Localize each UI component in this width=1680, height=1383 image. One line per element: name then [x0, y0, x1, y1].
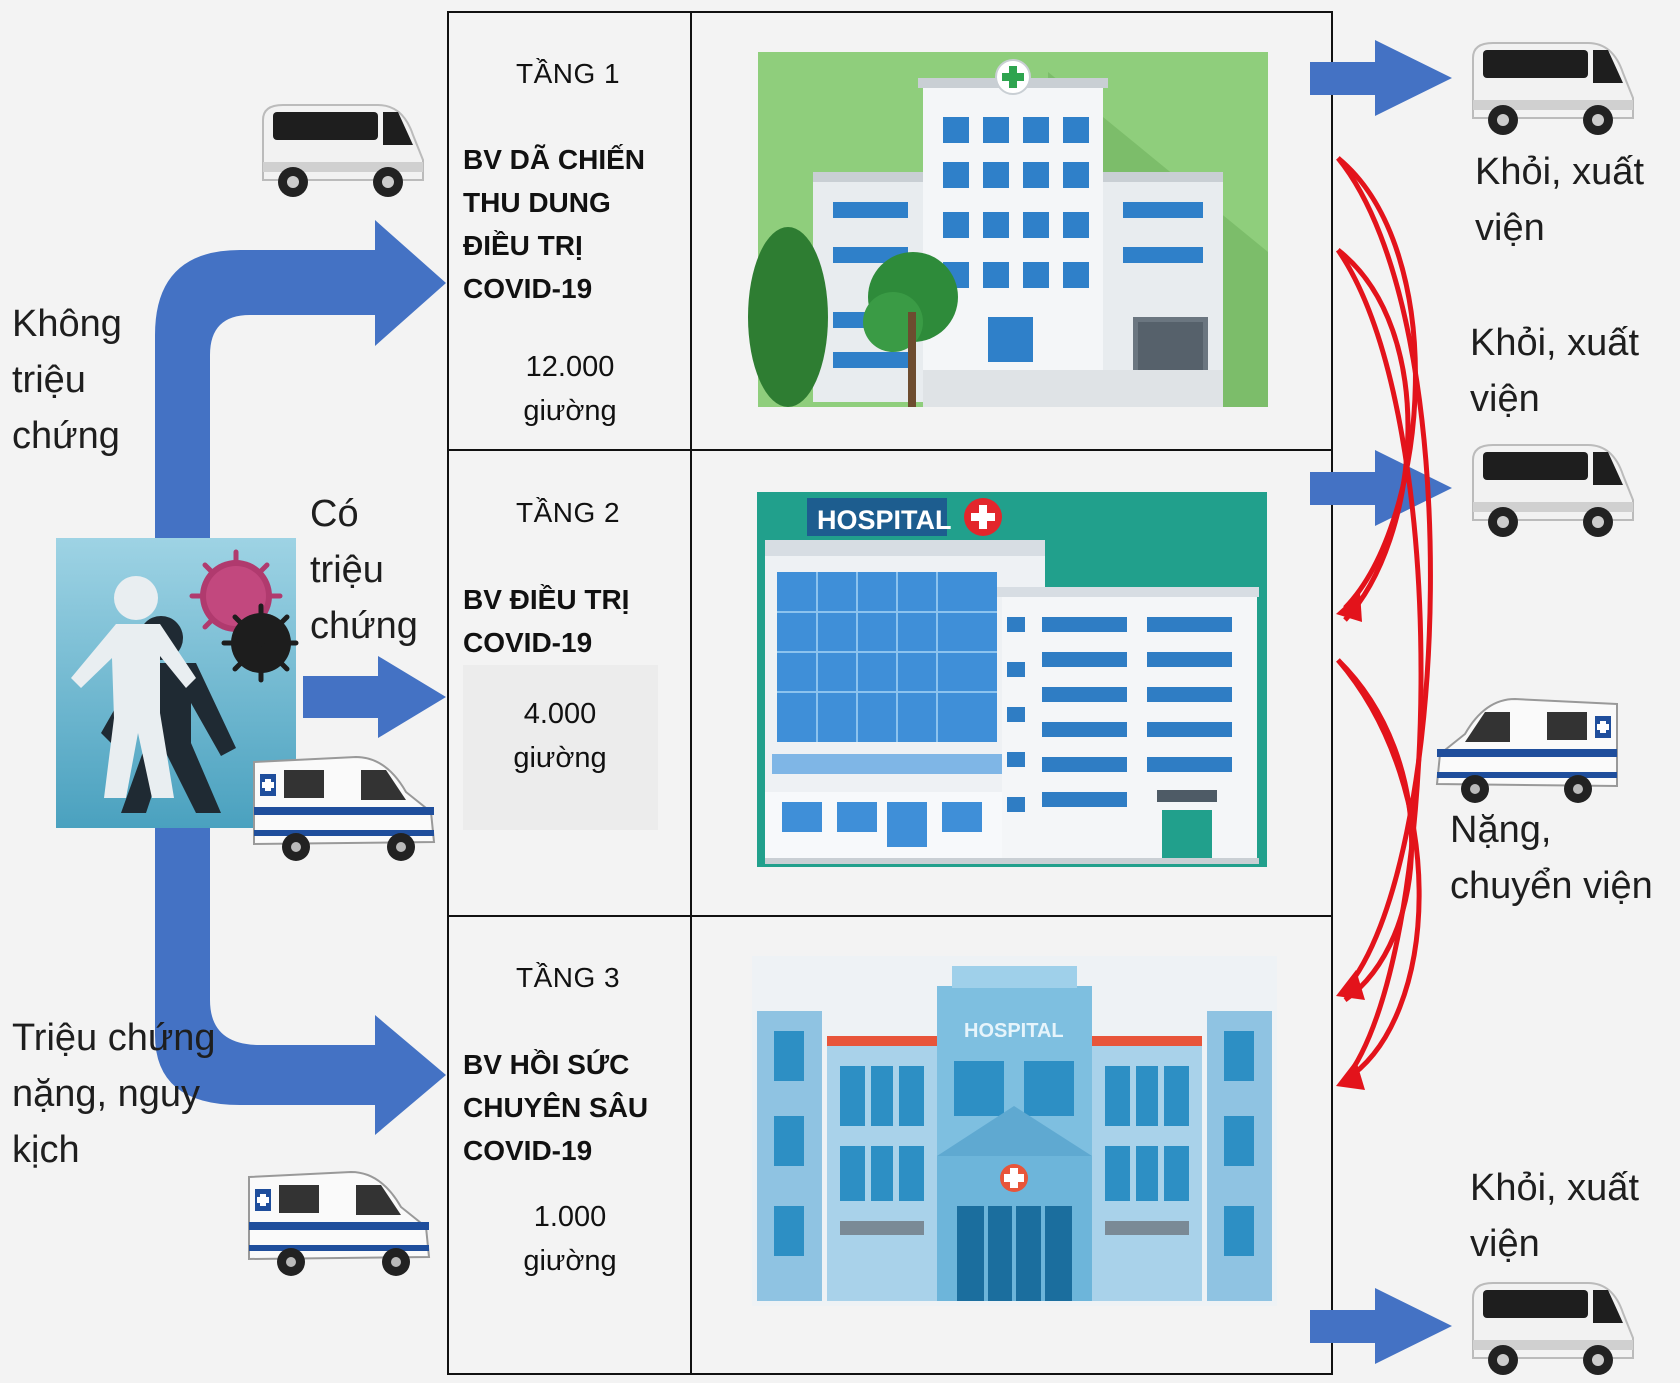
tier2-beds: 4.000 giường — [513, 698, 607, 774]
tier3-beds: 1.000 giường — [523, 1201, 617, 1277]
tier-table — [447, 11, 1333, 1375]
van-icon — [1472, 42, 1634, 135]
van-icon — [262, 104, 424, 197]
hospital-sign-text: HOSPITAL — [964, 1020, 1064, 1042]
transfer-arrow-5 — [1336, 658, 1415, 1003]
transfer-arrow-1 — [1336, 156, 1418, 610]
arrow-to-tier2 — [303, 656, 446, 738]
tier1-beds: 12.000 giường — [523, 351, 617, 427]
label-severe: Triệu chứng nặng, nguy kịch — [12, 1017, 216, 1171]
tier2-level: TẦNG 2 — [516, 497, 621, 528]
transfer-arrow-4 — [1335, 248, 1424, 1082]
row-divider-1 — [449, 449, 1331, 451]
field-hospital-illustration — [748, 52, 1268, 407]
label-discharge-1: Khỏi, xuất viện — [1475, 151, 1644, 249]
column-divider — [690, 13, 692, 1373]
transfer-arrow-2 — [1336, 156, 1433, 992]
transfer-arrow-3 — [1336, 248, 1411, 622]
tier3-name: BV HỒI SỨC CHUYÊN SÂU COVID-19 — [463, 1049, 649, 1166]
icu-hospital-illustration: HOSPITAL — [752, 956, 1277, 1306]
tier1-name: BV DÃ CHIẾN THU DUNG ĐIỀU TRỊ COVID-19 — [463, 144, 646, 304]
ambulance-icon — [253, 755, 436, 861]
van-icon — [1472, 1282, 1634, 1375]
ambulance-icon — [248, 1170, 431, 1276]
label-symptoms: Có triệu chứng — [310, 493, 418, 647]
transfer-arrow-6 — [1336, 658, 1422, 1083]
hospital-sign-text: HOSPITAL — [817, 505, 952, 535]
label-discharge-3: Khỏi, xuất viện — [1470, 1167, 1639, 1265]
van-icon — [1472, 444, 1634, 537]
label-discharge-2: Khỏi, xuất viện — [1470, 322, 1639, 420]
tier1-level: TẦNG 1 — [516, 58, 621, 89]
tier2-beds-box — [463, 665, 658, 830]
label-no-symptoms: Không triệu chứng — [12, 303, 122, 457]
treatment-hospital-illustration: HOSPITAL — [757, 492, 1267, 867]
label-transfer: Nặng, chuyển viện — [1450, 809, 1653, 907]
ambulance-icon — [1435, 697, 1618, 803]
tier2-name: BV ĐIỀU TRỊ COVID-19 — [463, 584, 630, 658]
row-divider-2 — [449, 915, 1331, 917]
tier3-level: TẦNG 3 — [516, 962, 621, 993]
